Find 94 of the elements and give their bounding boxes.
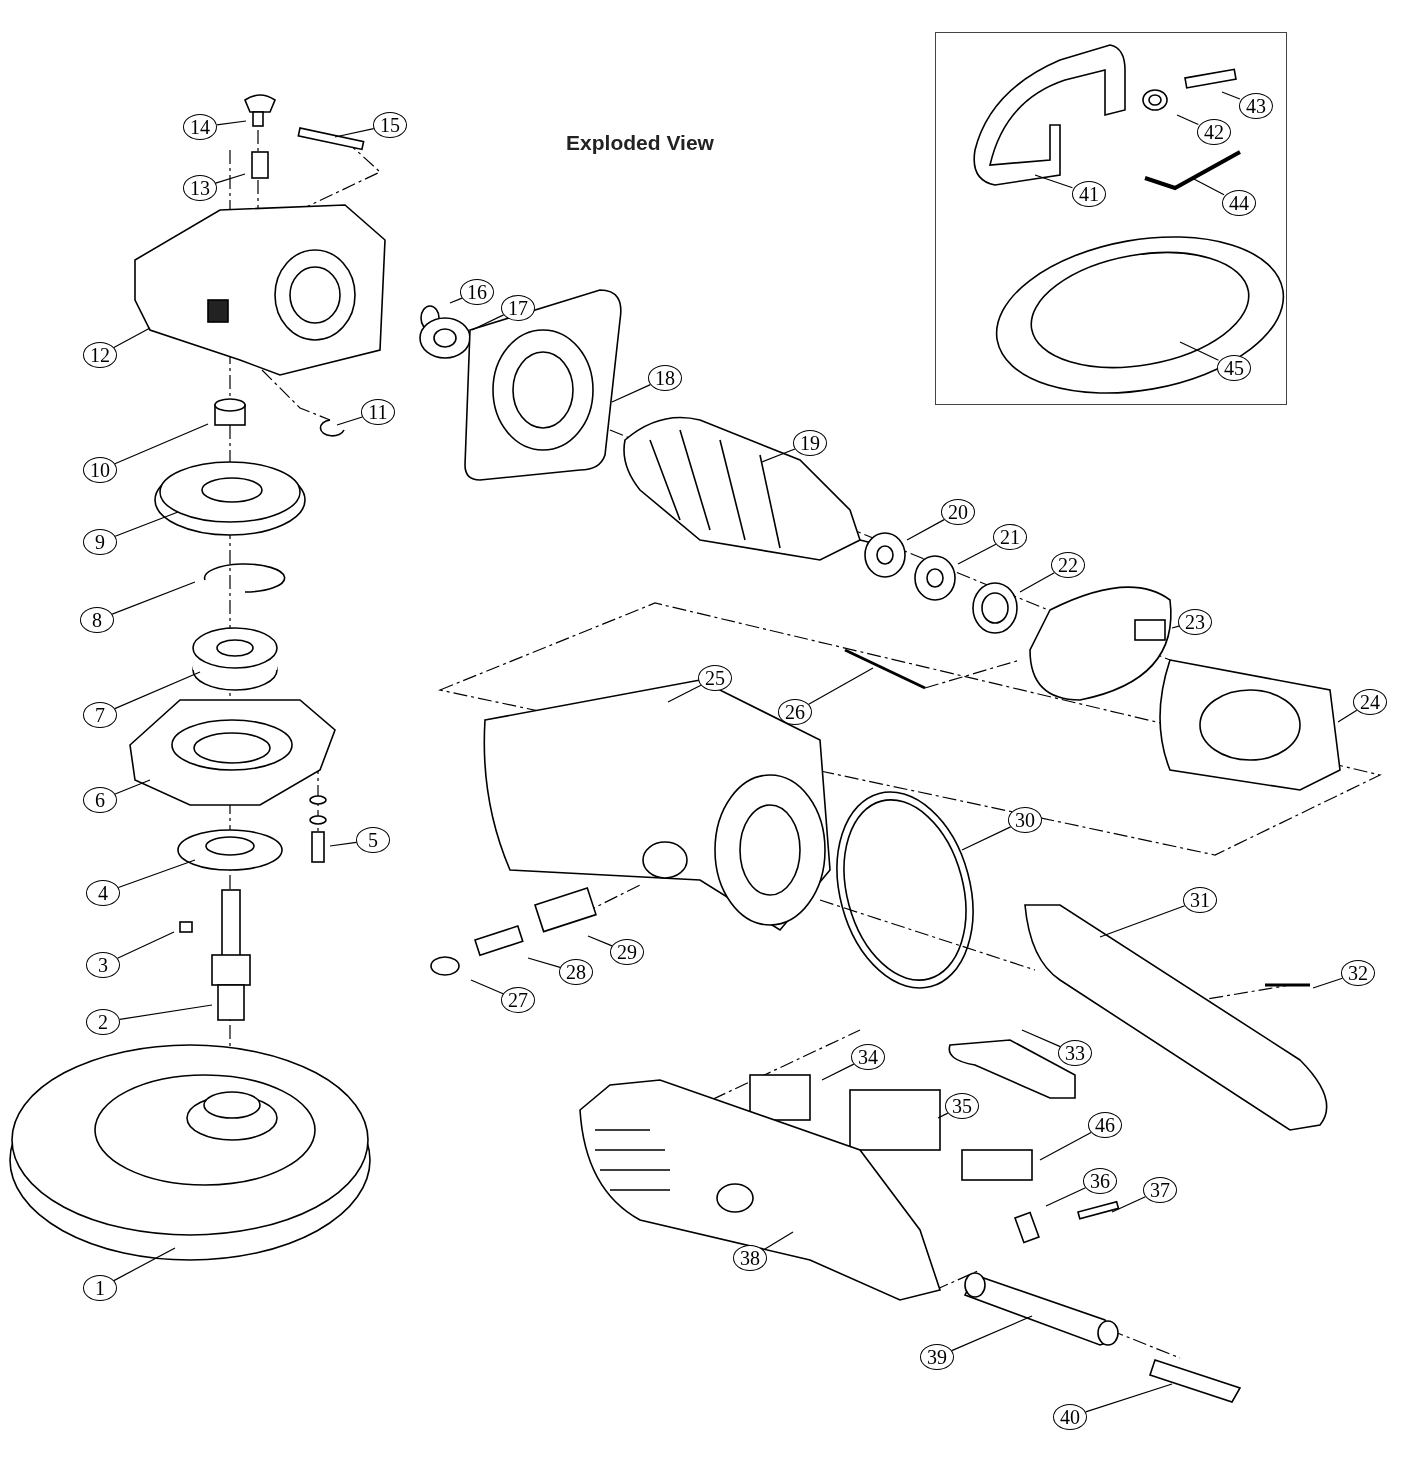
leader-line bbox=[216, 120, 247, 126]
leader-line bbox=[449, 297, 463, 304]
callout-number: 34 bbox=[851, 1044, 885, 1070]
callout-number: 40 bbox=[1053, 1404, 1087, 1430]
callout-number: 32 bbox=[1341, 960, 1375, 986]
callout-number: 10 bbox=[83, 457, 117, 483]
inset-frame bbox=[935, 32, 1287, 405]
callout-number: 31 bbox=[1183, 887, 1217, 913]
callout-number: 38 bbox=[733, 1245, 767, 1271]
leader-line bbox=[119, 1004, 213, 1020]
callout-number: 20 bbox=[941, 499, 975, 525]
callout-number: 4 bbox=[86, 880, 120, 906]
callout-number: 36 bbox=[1083, 1168, 1117, 1194]
callout-number: 44 bbox=[1222, 190, 1256, 216]
leader-line bbox=[116, 931, 175, 959]
leader-line bbox=[334, 128, 375, 138]
callout-number: 14 bbox=[183, 114, 217, 140]
callout-number: 24 bbox=[1353, 689, 1387, 715]
leader-line bbox=[611, 384, 651, 403]
leader-line bbox=[113, 327, 151, 349]
callout-number: 21 bbox=[993, 524, 1027, 550]
leader-line bbox=[1039, 1131, 1092, 1161]
callout-number: 27 bbox=[501, 987, 535, 1013]
callout-number: 37 bbox=[1143, 1177, 1177, 1203]
leader-line bbox=[1312, 977, 1343, 989]
callout-number: 6 bbox=[83, 787, 117, 813]
leader-line bbox=[215, 173, 246, 184]
leader-line bbox=[951, 1315, 1033, 1352]
callout-number: 33 bbox=[1058, 1040, 1092, 1066]
callout-number: 18 bbox=[648, 365, 682, 391]
callout-number: 3 bbox=[86, 952, 120, 978]
leader-line bbox=[114, 423, 209, 465]
leader-line bbox=[961, 826, 1012, 851]
callout-number: 17 bbox=[501, 295, 535, 321]
leader-line bbox=[1221, 91, 1241, 100]
leader-line bbox=[1045, 1187, 1087, 1207]
leader-line bbox=[937, 1112, 949, 1119]
leader-line bbox=[111, 581, 196, 615]
leader-line bbox=[762, 1231, 794, 1251]
callout-number: 43 bbox=[1239, 93, 1273, 119]
leader-line bbox=[1111, 1196, 1146, 1213]
leader-line bbox=[336, 416, 363, 426]
leader-line bbox=[1176, 114, 1199, 126]
leader-line bbox=[1337, 709, 1358, 723]
callout-number: 2 bbox=[86, 1009, 120, 1035]
callout-number: 35 bbox=[945, 1093, 979, 1119]
callout-number: 39 bbox=[920, 1344, 954, 1370]
callout-number: 19 bbox=[793, 430, 827, 456]
leader-line bbox=[527, 957, 561, 968]
callout-number: 15 bbox=[373, 112, 407, 138]
callout-number: 29 bbox=[610, 939, 644, 965]
callout-number: 7 bbox=[83, 702, 117, 728]
leader-line bbox=[329, 841, 357, 847]
callout-number: 30 bbox=[1008, 807, 1042, 833]
leader-line bbox=[667, 684, 702, 703]
callout-number: 11 bbox=[361, 399, 395, 425]
leader-line bbox=[1085, 1383, 1173, 1413]
callout-number: 28 bbox=[559, 959, 593, 985]
leader-line bbox=[761, 448, 796, 463]
leader-line bbox=[114, 511, 179, 537]
callout-number: 13 bbox=[183, 175, 217, 201]
callout-number: 25 bbox=[698, 665, 732, 691]
callout-number: 45 bbox=[1217, 355, 1251, 381]
leader-line bbox=[471, 314, 505, 331]
leader-line bbox=[1019, 572, 1055, 593]
callout-number: 9 bbox=[83, 529, 117, 555]
callout-number: 23 bbox=[1178, 609, 1212, 635]
callout-number: 41 bbox=[1072, 181, 1106, 207]
leader-line bbox=[114, 779, 151, 795]
callout-number: 22 bbox=[1051, 552, 1085, 578]
leader-line bbox=[821, 1063, 855, 1081]
leader-line bbox=[1034, 174, 1074, 189]
leader-line bbox=[470, 979, 504, 995]
callout-number: 46 bbox=[1088, 1112, 1122, 1138]
callout-number: 42 bbox=[1197, 119, 1231, 145]
callout-number: 8 bbox=[80, 607, 114, 633]
leader-line bbox=[587, 935, 613, 947]
leader-line bbox=[1171, 625, 1180, 629]
callout-number: 12 bbox=[83, 342, 117, 368]
leader-line bbox=[117, 859, 196, 889]
leader-line bbox=[114, 671, 201, 710]
leader-line bbox=[1179, 341, 1220, 361]
leader-line bbox=[957, 543, 997, 565]
callout-number: 16 bbox=[460, 279, 494, 305]
leader-line bbox=[1099, 905, 1186, 938]
diagram-title: Exploded View bbox=[565, 131, 715, 155]
leader-line bbox=[1191, 177, 1225, 196]
callout-number: 26 bbox=[778, 699, 812, 725]
leader-line bbox=[808, 667, 874, 705]
callout-number: 1 bbox=[83, 1275, 117, 1301]
leader-line bbox=[1021, 1029, 1061, 1048]
callout-number: 5 bbox=[356, 827, 390, 853]
leader-line bbox=[113, 1247, 176, 1282]
leader-line bbox=[906, 519, 945, 541]
